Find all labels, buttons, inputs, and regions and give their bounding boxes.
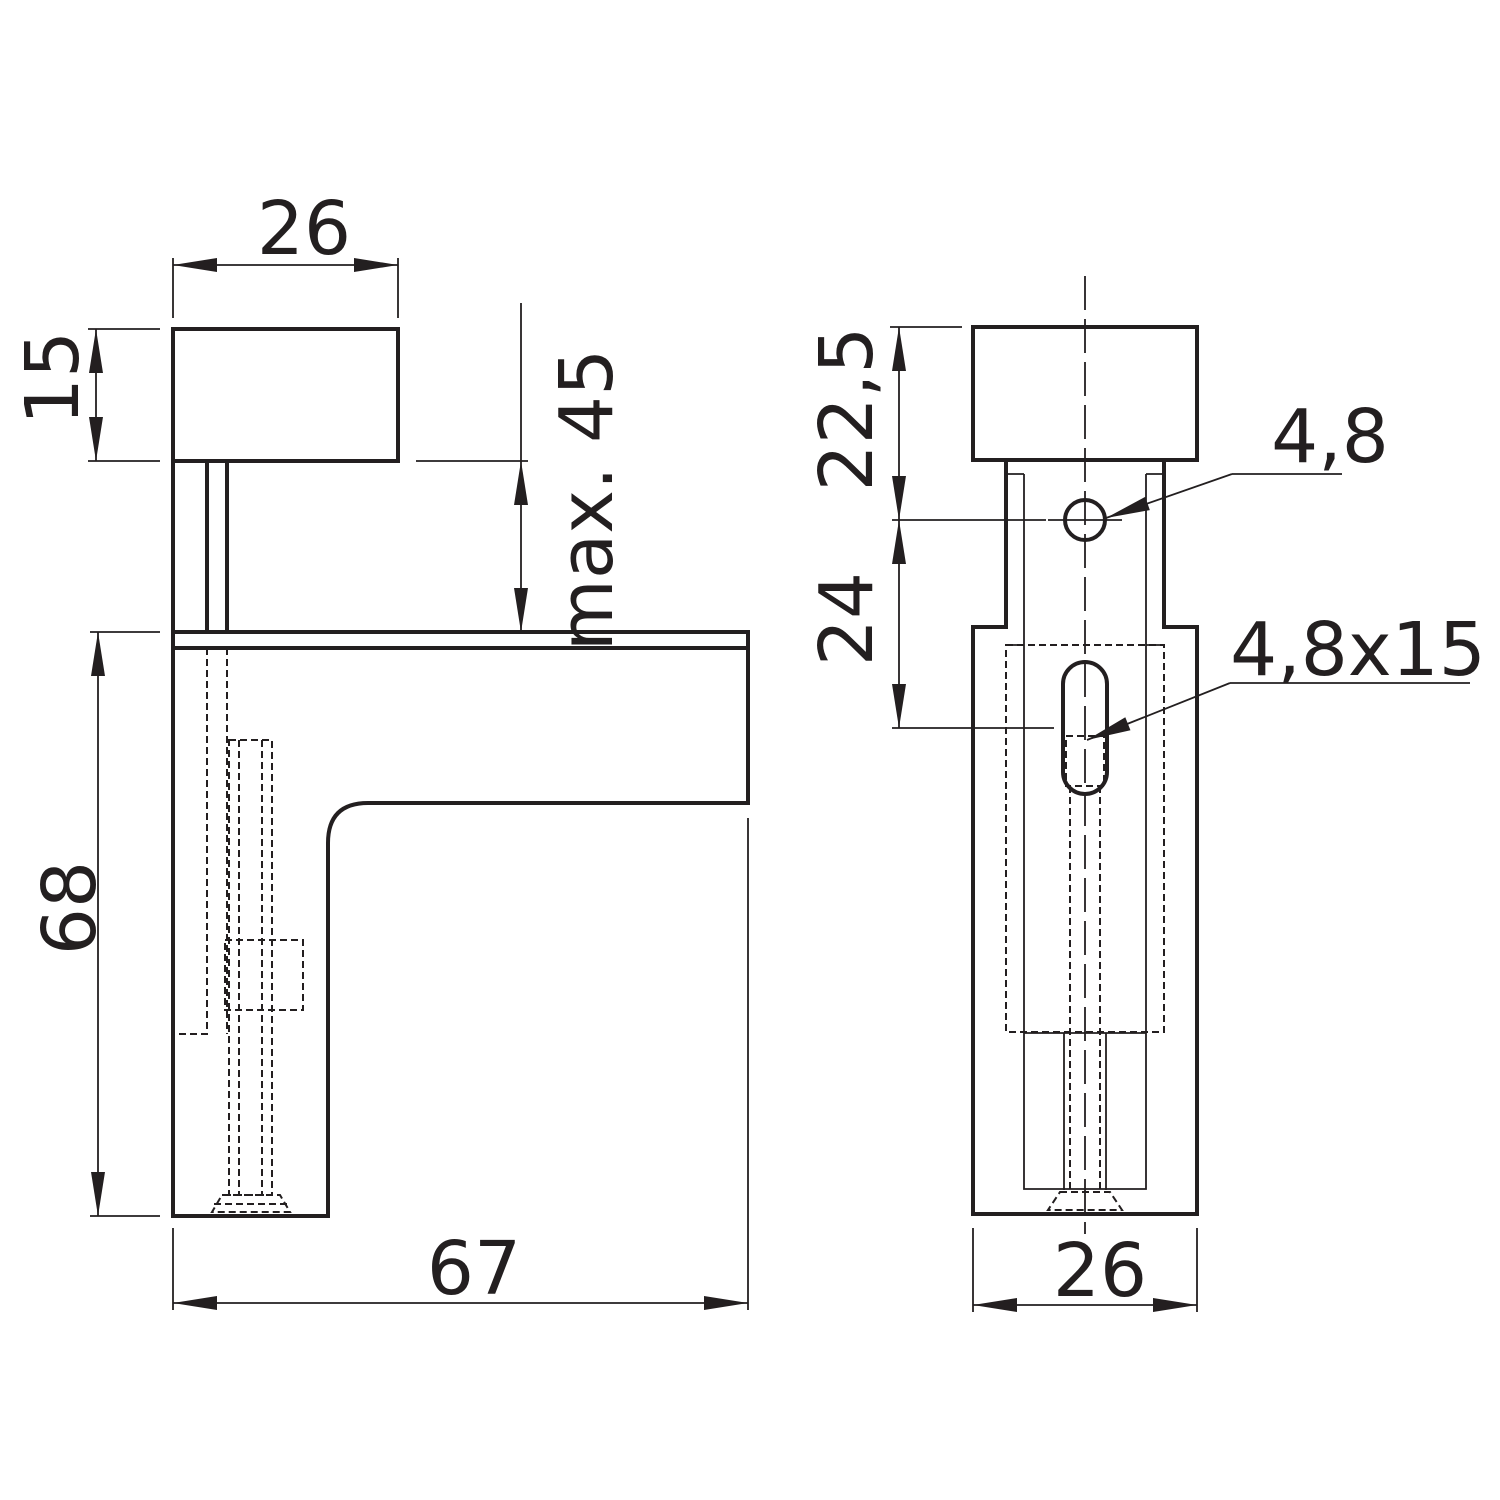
label-slot: 4,8x15 <box>1230 607 1486 693</box>
bracket-body <box>171 461 750 1218</box>
hidden-screw-shank <box>228 739 273 1196</box>
hidden-screw-head <box>210 1194 292 1213</box>
hidden-screw-tip <box>1046 1191 1124 1211</box>
top-clamp-block <box>171 327 400 463</box>
label-hole: 4,8 <box>1271 394 1389 480</box>
dim-top-width: 26 <box>257 186 351 272</box>
dim-hole-spacing: 24 <box>804 572 890 666</box>
side-view: 26 15 max. 45 68 67 <box>10 186 750 1312</box>
dim-cap: 22,5 <box>804 327 890 492</box>
dim-height: 68 <box>27 861 113 955</box>
front-body <box>971 460 1199 1216</box>
dim-top-height: 15 <box>10 331 96 425</box>
dim-length: 67 <box>427 1226 521 1312</box>
dim-width: 26 <box>1053 1228 1147 1314</box>
front-view: 22,5 24 4,8 4,8x15 26 <box>804 276 1486 1314</box>
dim-gap: max. 45 <box>544 349 630 651</box>
hidden-set-screw <box>224 939 304 1011</box>
hidden-bore <box>173 648 208 1035</box>
